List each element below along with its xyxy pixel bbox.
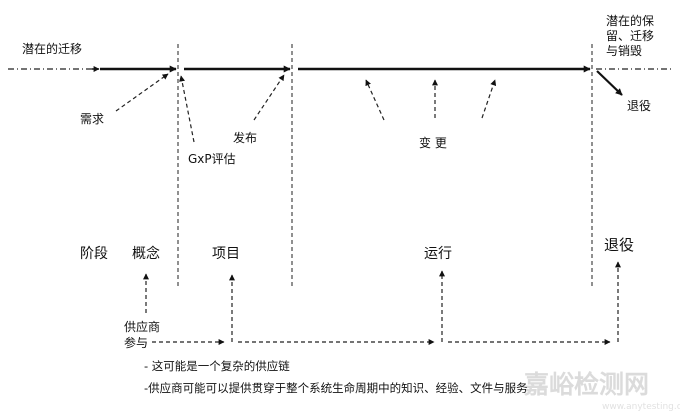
potential-retention-label-1: 潜在的保 [606,13,654,28]
gxp-assessment-label: GxP评估 [188,152,236,166]
event-arrows [115,73,497,143]
supplier-involvement [143,261,621,345]
supplier-label-line1: 供应商 [124,319,160,334]
change-arrow-right [481,79,497,119]
phase-retirement: 退役 [604,236,634,254]
phase-label: 阶段 [80,246,108,262]
release-arrow [253,74,285,121]
supplier-label-line2: 参与 [124,335,148,350]
watermark-url: www.anytesting.com [602,402,680,412]
phase-project: 项目 [212,246,240,262]
watermark-text: 嘉峪检测网 [524,370,649,399]
phase-operation: 运行 [424,246,452,262]
potential-retention-label-3: 与销毁 [606,43,642,58]
retirement-arrow [596,70,623,96]
phase-concept: 概念 [132,245,160,262]
note-complex-supply-chain: - 这可能是一个复杂的供应链 [144,359,290,373]
requirement-arrow [115,73,169,112]
watermark: 嘉峪检测网 www.anytesting.com [524,370,680,412]
change-label: 变 更 [419,135,447,150]
gxp-assessment-arrow [179,75,195,143]
potential-retention-label-2: 留、迁移 [606,29,654,43]
main-timeline [8,65,674,96]
requirement-label: 需求 [80,112,104,126]
note-supplier-services: -供应商可能可以提供贯穿于整个系统生命周期中的知识、经验、文件与服务 [144,381,528,395]
potential-migration-label: 潜在的迁移 [22,41,82,56]
change-arrow-left [365,79,385,121]
retirement-arrow-label: 退役 [627,98,651,113]
release-label: 发布 [233,130,257,145]
phase-boundaries [177,44,593,288]
